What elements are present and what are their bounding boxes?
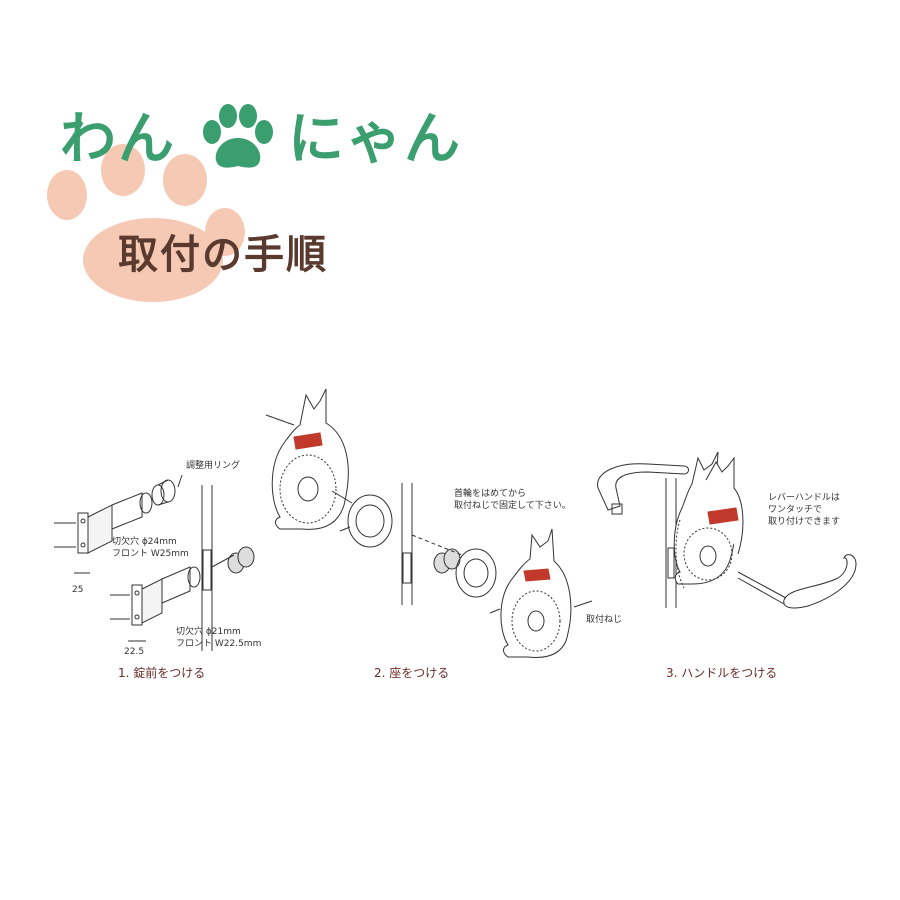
brand-text-left: わん xyxy=(60,107,176,172)
cat-plate-assembled xyxy=(673,451,744,589)
rose-fitting-right xyxy=(411,534,501,614)
step2-diagram xyxy=(265,388,593,658)
paw-background-icon xyxy=(47,144,245,302)
lever-handle-upper xyxy=(597,463,689,515)
step2-note-line2: 取付ねじで固定して下さい。 xyxy=(454,501,571,511)
ring-label: 調整用リング xyxy=(186,461,241,471)
rose-fitting-left xyxy=(331,490,393,548)
step3-note-line3: 取り付けできます xyxy=(768,517,841,527)
step1-caption: 1. 錠前をつける xyxy=(118,666,206,680)
step3-note: レバーハンドルは ワンタッチで 取り付けできます xyxy=(768,492,840,528)
latch-upper xyxy=(54,492,153,554)
door-section-3 xyxy=(665,478,677,608)
cat-plate-upper xyxy=(265,388,349,530)
step1-diagram xyxy=(54,474,255,651)
dim-a-label: 25 xyxy=(72,585,84,595)
screw-label: 取付ねじ xyxy=(586,615,623,625)
step2-note: 首輪をはめてから 取付ねじで固定して下さい。 xyxy=(454,488,571,512)
spec-b: 切欠穴 ϕ21mm フロント W22.5mm xyxy=(176,626,261,650)
step3-note-line1: レバーハンドルは xyxy=(768,493,840,503)
door-section xyxy=(401,483,413,605)
door-edge xyxy=(201,485,255,651)
step2-note-line1: 首輪をはめてから xyxy=(454,489,527,499)
step3-caption: 3. ハンドルをつける xyxy=(666,666,778,680)
spec-a-line1: 切欠穴 ϕ24mm xyxy=(112,537,177,547)
spec-b-line2: フロント W22.5mm xyxy=(176,639,262,649)
step2-caption: 2. 座をつける xyxy=(374,666,450,680)
dim-b-label: 22.5 xyxy=(124,647,145,657)
cat-plate-lower xyxy=(500,528,593,658)
step3-note-line2: ワンタッチで xyxy=(768,505,823,515)
page-title: 取付の手順 xyxy=(118,232,328,278)
brand-text-right: にゃん xyxy=(288,107,462,172)
brand-logo: わん にゃん xyxy=(60,100,480,180)
lever-handle-lower xyxy=(737,554,857,609)
spec-a-line2: フロント W25mm xyxy=(112,549,189,559)
paw-icon xyxy=(203,104,273,168)
step3-diagram xyxy=(597,451,857,609)
adjust-ring xyxy=(151,474,183,506)
spec-b-line1: 切欠穴 ϕ21mm xyxy=(176,627,241,637)
spec-a: 切欠穴 ϕ24mm フロント W25mm xyxy=(112,536,189,560)
latch-lower xyxy=(110,566,201,626)
